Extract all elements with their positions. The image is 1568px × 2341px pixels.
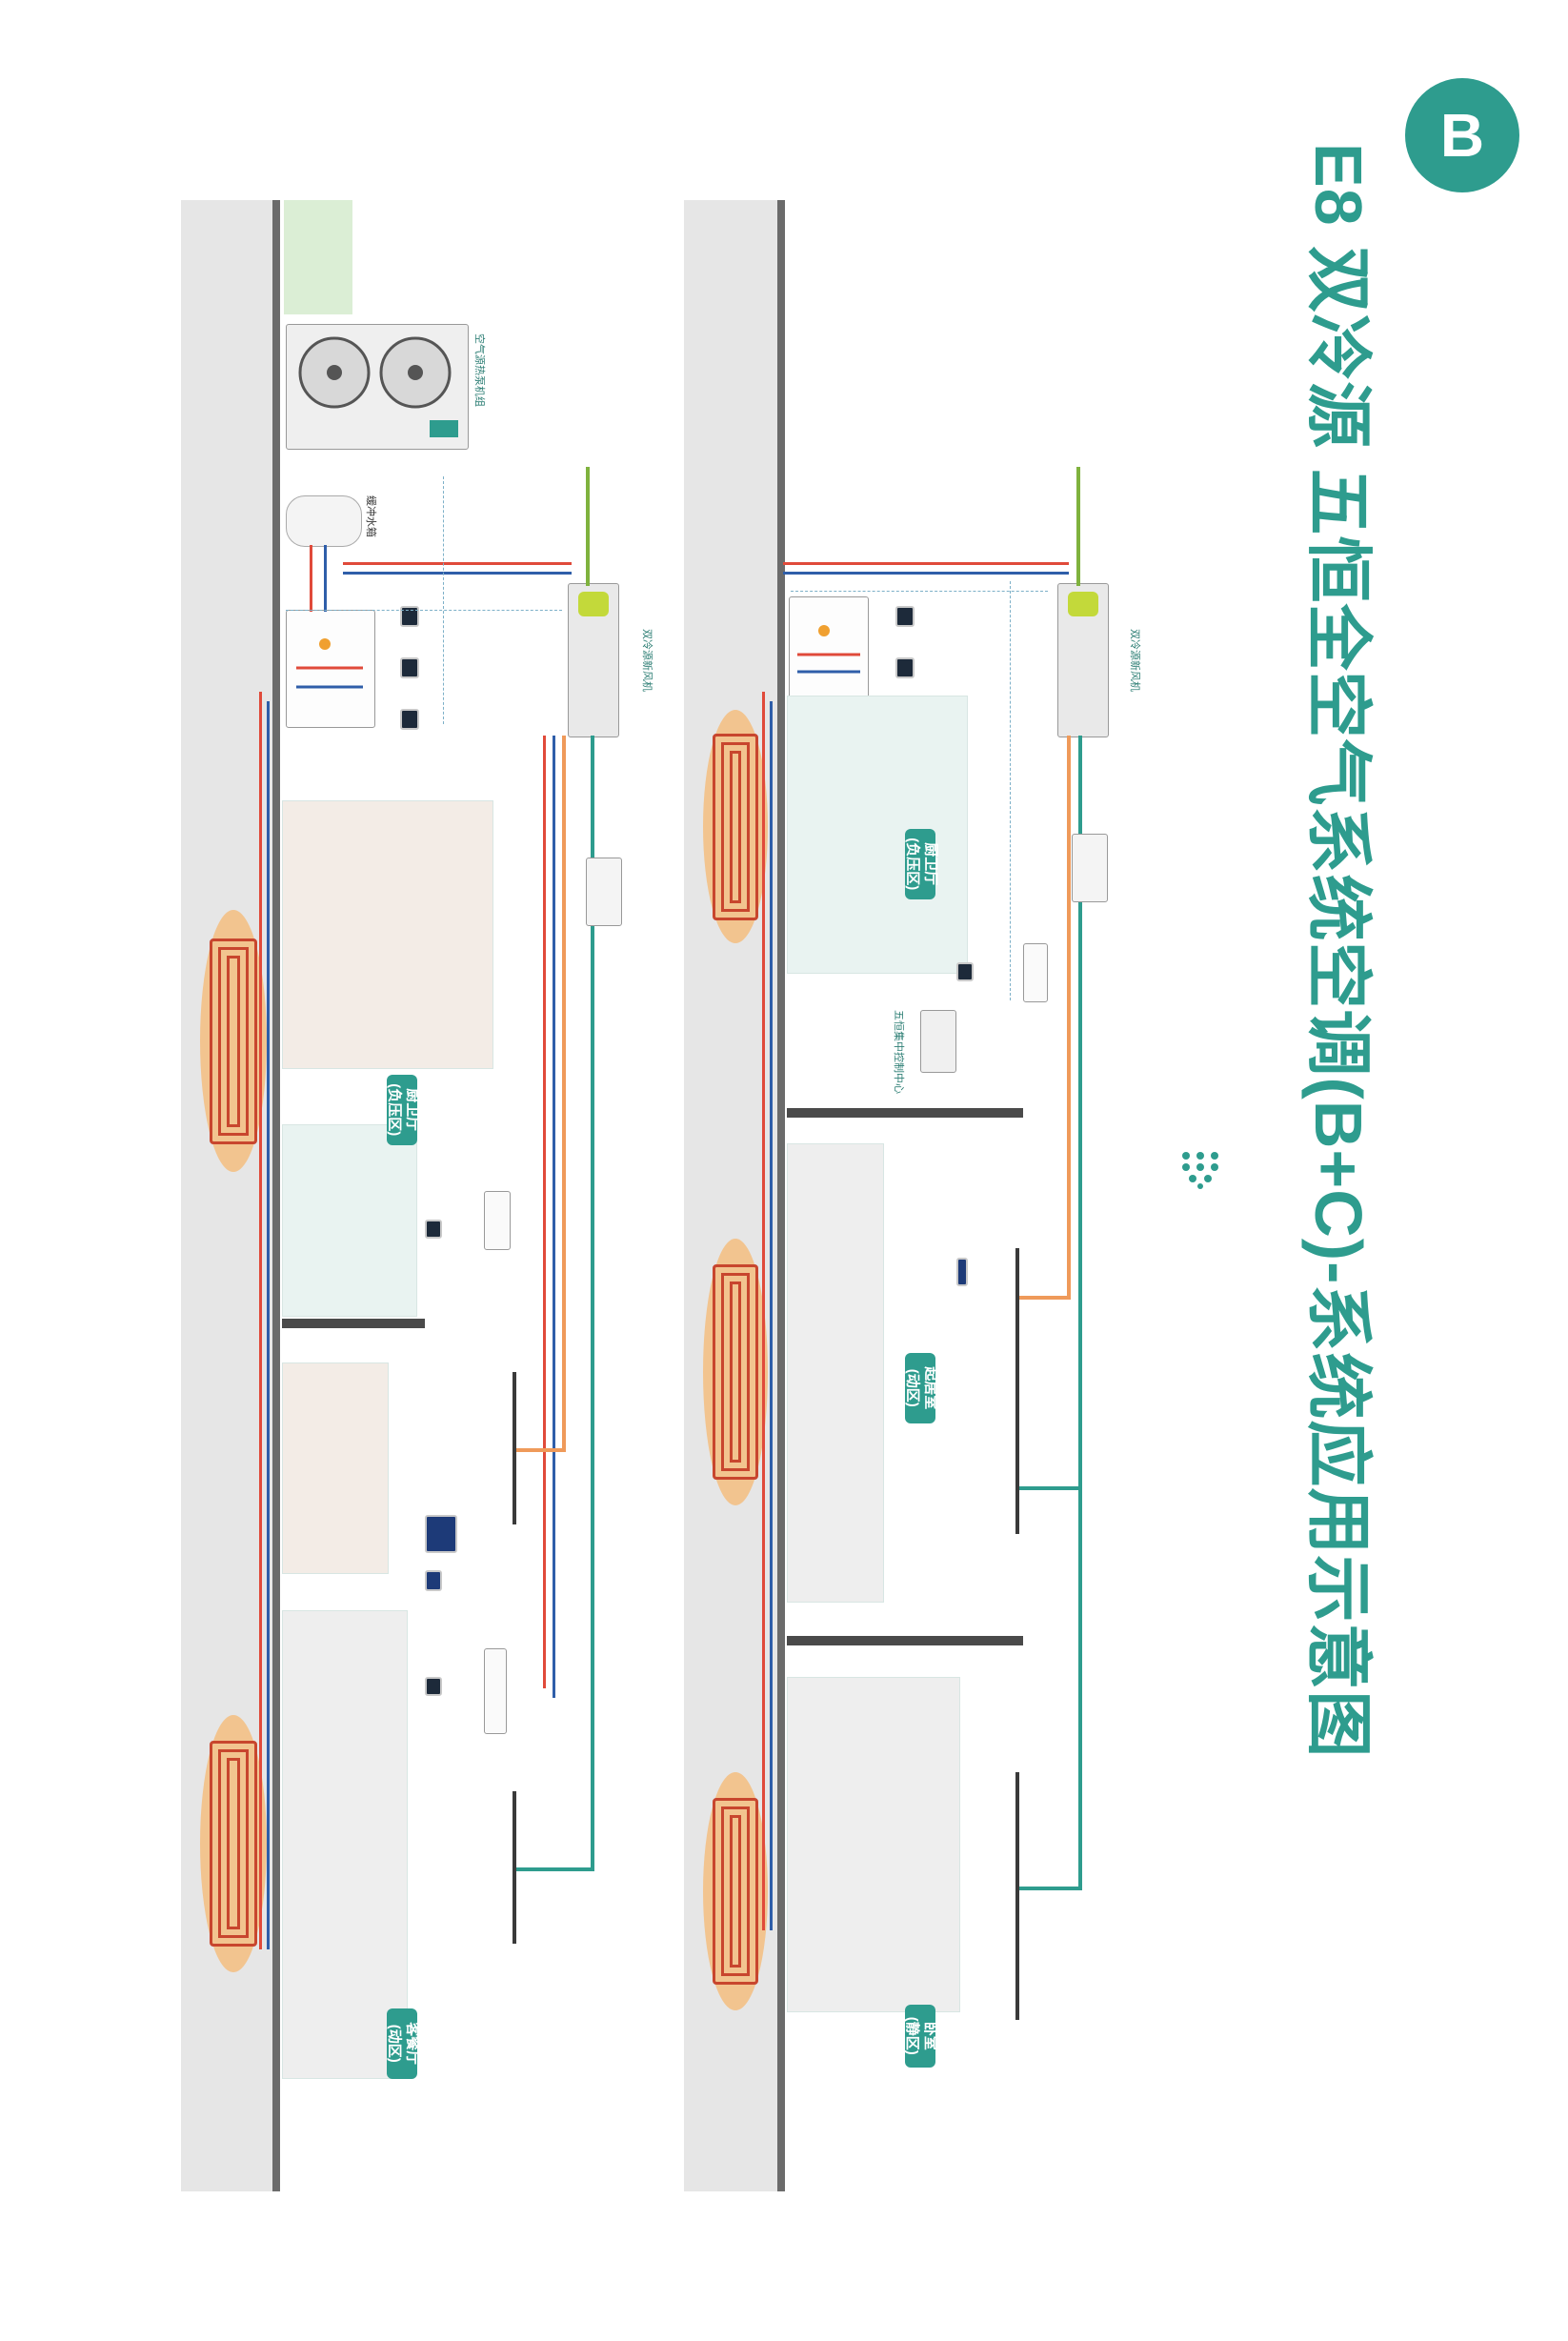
fresh-air-intake-pipe [1076,467,1080,586]
room-tag-living: 客餐厅 (动区) [386,2008,420,2079]
control-wire [443,476,444,724]
air-grille [1015,1772,1019,2020]
page-title: E8 双冷源 五恒全空气系统空调(B+C)-系统应用示意图 [1301,143,1376,1759]
fresh-air-unit [1057,583,1109,737]
control-wire [791,591,1048,592]
garden-area [284,200,352,314]
outdoor-unit [286,324,469,450]
door [787,1108,1023,1118]
fresh-air-unit-label: 双冷源新风机 [1129,629,1140,692]
duct-box [586,858,622,926]
fresh-air-intake-pipe [586,467,590,586]
supply-pipe [343,562,572,565]
supply-air-duct [514,1867,594,1871]
page-title-wrap: E8 双冷源 五恒全空气系统空调(B+C)-系统应用示意图 [1301,143,1386,2210]
door [282,1319,425,1328]
supply-air-duct [1078,736,1082,1888]
door [787,1636,1023,1645]
air-grille [513,1791,516,1944]
outdoor-unit-label: 空气源热泵机组 [473,333,485,407]
supply-air-duct [1019,1887,1082,1890]
controller-panel[interactable] [400,606,419,627]
supply-air-duct [1019,1486,1082,1490]
return-pipe [553,736,555,1698]
floor-heating-supply [762,692,765,1930]
floor-heating-coil [703,710,768,943]
room-bedroom [787,1677,960,2012]
controller-panel[interactable] [425,1677,442,1696]
smart-sensor [956,1258,968,1286]
floor-heating-coil [200,910,267,1172]
control-wire [286,610,562,611]
room-tag-living: 起居室 (动区) [904,1353,938,1423]
air-grille [1015,1248,1019,1534]
floor-heating-coil [200,1715,267,1972]
room-dining [282,1362,389,1574]
exhaust-duct [1067,736,1071,1298]
control-wire [1010,581,1011,1000]
floor-heating-return [770,701,773,1930]
smart-controller-panel[interactable] [425,1515,457,1553]
floor-wall-upper [777,200,785,2191]
floor-wall-lower [272,200,280,2191]
controller-panel[interactable] [425,1570,442,1591]
valve-icon [797,625,860,674]
duct-box [1072,834,1108,902]
air-grille [513,1372,516,1524]
fan-icon [1068,592,1098,616]
exhaust-fan [484,1191,511,1250]
floor-heating-supply [259,692,262,1949]
control-center-box [920,1010,956,1073]
floor-heating-return [267,701,270,1949]
water-tank-label: 缓冲水箱 [365,495,376,537]
room-tag-bedroom: 卧室 (静区) [904,2005,938,2068]
manifold-cabinet [789,596,869,709]
control-center-label: 五恒集中控制中心 [893,1010,904,1094]
supply-pipe [783,562,1069,565]
controller-panel[interactable] [895,657,915,678]
supply-air-duct [591,736,594,1869]
supply-pipe [543,736,546,1688]
controller-panel[interactable] [895,606,915,627]
fan-coil-unit [484,1648,507,1734]
section-badge: B [1405,78,1519,192]
exhaust-duct [562,736,566,1450]
floor-heating-coil [703,1239,768,1505]
controller-panel[interactable] [400,657,419,678]
room-bathroom [282,1124,417,1317]
room-living [787,1143,884,1603]
fresh-air-unit [568,583,619,737]
supply-pipe [310,545,312,612]
controller-panel[interactable] [956,962,974,981]
fresh-air-unit-label: 双冷源新风机 [641,629,653,692]
room-living [282,1610,408,2079]
brand-logo-icon [1182,1152,1218,1189]
exhaust-duct [514,1448,566,1452]
exhaust-fan [1023,943,1048,1002]
room-kitchen [282,800,493,1069]
fan-icon [298,336,458,437]
room-tag-kitchen: 厨卫厅 (负压区) [386,1075,420,1145]
manifold-cabinet [286,610,375,728]
exhaust-duct [1019,1296,1071,1300]
controller-panel[interactable] [400,709,419,730]
buffer-water-tank [286,495,362,547]
room-tag-bathroom: 厨卫厅 (负压区) [904,829,938,899]
return-pipe [343,572,572,575]
fan-icon [578,592,609,616]
valve-icon [296,638,363,689]
room-bathroom [787,696,968,974]
return-pipe [783,572,1069,575]
controller-panel[interactable] [425,1220,442,1239]
floor-heating-coil [703,1772,768,2010]
return-pipe [324,545,327,612]
